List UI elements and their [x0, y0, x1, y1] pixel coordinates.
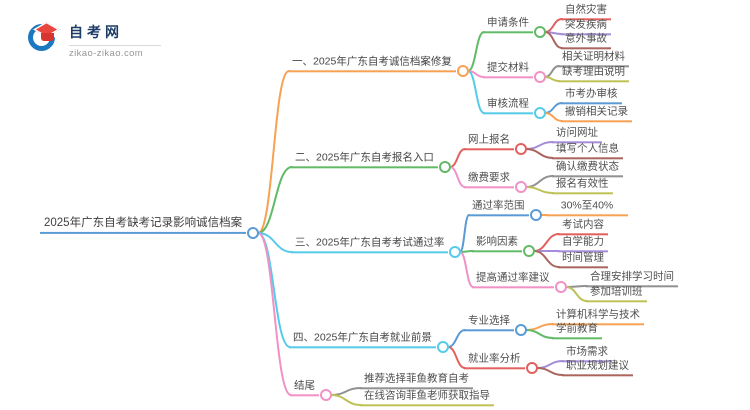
node-expand-circle[interactable] — [526, 362, 538, 374]
mindmap-branch-node[interactable]: 三、2025年广东自考考试通过率 — [291, 234, 449, 253]
connector-line — [525, 186, 554, 194]
site-logo[interactable]: 自考网 zikao-zikao.com — [22, 18, 161, 59]
mindmap-leaf-node[interactable]: 30%至40% — [546, 197, 628, 216]
node-expand-circle[interactable] — [449, 246, 461, 258]
mindmap-leaf-node[interactable]: 报名有效性 — [552, 175, 613, 194]
node-expand-circle[interactable] — [320, 389, 332, 401]
mindmap-leaf-node[interactable]: 意外事故 — [561, 30, 611, 49]
connector-line — [257, 166, 293, 234]
mindmap-leaf-node[interactable]: 自学能力 — [558, 233, 608, 252]
mindmap-branch-node[interactable]: 提交材料 — [483, 59, 533, 78]
mindmap-leaf-node[interactable]: 学前教育 — [552, 320, 602, 339]
logo-domain: zikao-zikao.com — [69, 48, 144, 59]
connector-line — [257, 70, 290, 234]
connector-line — [330, 394, 362, 406]
mindmap-leaf-node[interactable]: 相关证明材料 — [558, 48, 629, 67]
node-expand-circle[interactable] — [439, 161, 451, 173]
mindmap-branch-node[interactable]: 就业率分析 — [464, 350, 525, 369]
mindmap-branch-node[interactable]: 一、2025年广东自考诚信档案修复 — [288, 53, 456, 72]
mindmap-branch-node[interactable]: 申请条件 — [483, 14, 533, 33]
connector-line — [525, 148, 554, 159]
mindmap-leaf-node[interactable]: 确认缴费状态 — [552, 158, 623, 177]
connector-line — [459, 214, 470, 253]
node-expand-circle[interactable] — [437, 341, 449, 353]
mindmap-leaf-node[interactable]: 访问网址 — [552, 124, 602, 143]
node-expand-circle[interactable] — [247, 227, 259, 239]
logo-divider — [69, 45, 161, 46]
mindmap-branch-node[interactable]: 审核流程 — [483, 95, 533, 114]
node-expand-circle[interactable] — [457, 65, 469, 77]
mindmap-leaf-node[interactable]: 参加培训班 — [586, 283, 647, 302]
connector-line — [459, 251, 474, 288]
node-expand-circle[interactable] — [534, 71, 546, 83]
mindmap-leaf-node[interactable]: 计算机科学与技术 — [552, 306, 644, 325]
mindmap-leaf-node[interactable]: 缺考理由说明 — [558, 63, 629, 82]
mindmap-leaf-node[interactable]: 时间管理 — [558, 249, 608, 268]
logo-text-block: 自考网 zikao-zikao.com — [69, 20, 161, 59]
mindmap-branch-node[interactable]: 四、2025年广东自考就业前景 — [289, 329, 436, 348]
logo-cap-base-shape — [41, 33, 54, 41]
mindmap-branch-node[interactable]: 缴费要求 — [464, 169, 514, 188]
mindmap-leaf-node[interactable]: 推荐选择菲鱼教育自考 — [360, 370, 473, 389]
logo-title: 自考网 — [69, 24, 123, 40]
connector-line — [544, 112, 563, 122]
node-expand-circle[interactable] — [534, 107, 546, 119]
node-expand-circle[interactable] — [530, 209, 542, 221]
connector-line — [565, 286, 588, 302]
mindmap-leaf-node[interactable]: 考试内容 — [558, 216, 608, 235]
mindmap-leaf-node[interactable]: 合理安排学习时间 — [586, 268, 678, 287]
mindmap-branch-node[interactable]: 影响因素 — [472, 233, 522, 252]
node-expand-circle[interactable] — [555, 281, 567, 293]
mindmap-branch-node[interactable]: 二、2025年广东自考报名入口 — [291, 149, 438, 168]
mindmap-branch-node[interactable]: 提高通过率建议 — [472, 269, 554, 288]
mindmap-branch-node[interactable]: 网上报名 — [464, 131, 514, 150]
connector-line — [536, 367, 564, 376]
connector-line — [525, 329, 554, 339]
connector-line — [257, 232, 293, 253]
graduation-cap-icon — [22, 18, 62, 57]
mindmap-leaf-node[interactable]: 撤销相关记录 — [561, 103, 632, 122]
connector-line — [467, 70, 485, 114]
mindmap-leaf-node[interactable]: 在线咨询菲鱼老师获取指导 — [360, 387, 494, 406]
node-expand-circle[interactable] — [523, 245, 535, 257]
mindmap-leaf-node[interactable]: 自然灾害 — [561, 1, 611, 20]
mindmap-branch-node[interactable]: 专业选择 — [464, 312, 514, 331]
mindmap-leaf-node[interactable]: 市场需求 — [562, 343, 612, 362]
mindmap-leaf-node[interactable]: 突发疾病 — [561, 16, 611, 35]
connector-line — [544, 76, 560, 82]
connector-line — [449, 166, 466, 188]
connector-line — [533, 250, 560, 268]
node-expand-circle[interactable] — [515, 324, 527, 336]
mindmap-branch-node[interactable]: 结尾 — [290, 377, 319, 396]
mindmap-leaf-node[interactable]: 市考办审核 — [561, 85, 622, 104]
node-expand-circle[interactable] — [515, 143, 527, 155]
connector-line — [447, 346, 466, 369]
mindmap-leaf-node[interactable]: 填写个人信息 — [552, 140, 623, 159]
connector-line — [467, 31, 485, 72]
connector-line — [257, 232, 292, 396]
mindmap-root-node[interactable]: 2025年广东自考缺考记录影响诚信档案 — [40, 214, 247, 234]
node-expand-circle[interactable] — [515, 181, 527, 193]
mindmap-branch-node[interactable]: 通过率范围 — [468, 197, 529, 216]
mindmap-leaf-node[interactable]: 职业规划建议 — [562, 357, 633, 376]
node-expand-circle[interactable] — [534, 26, 546, 38]
connector-line — [544, 31, 563, 49]
